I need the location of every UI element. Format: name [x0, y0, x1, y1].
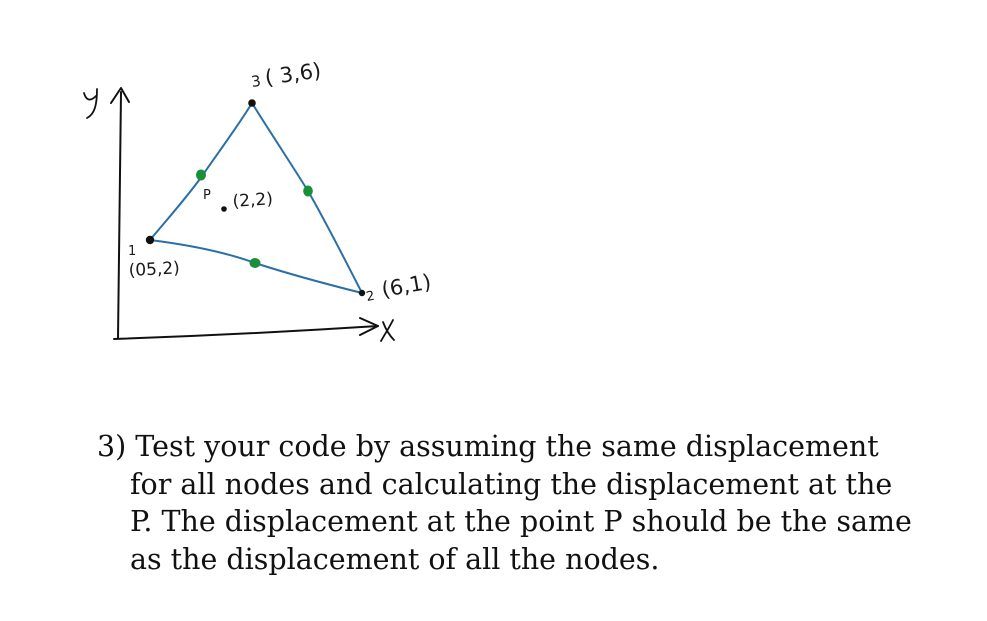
node-1-coords: (05,2) — [128, 258, 180, 281]
question-line-3: P. The displacement at the point P shoul… — [130, 505, 912, 538]
midside-node-1-2 — [249, 258, 261, 268]
axis-x-label — [380, 319, 395, 342]
point-p-label: P — [203, 188, 211, 203]
node-2-coords: (6,1) — [380, 270, 433, 302]
axis-y-label — [83, 88, 98, 119]
node-3-dot — [248, 99, 256, 107]
x-axis-line — [113, 325, 379, 340]
node-2-dot — [358, 289, 366, 297]
node-1-dot — [145, 235, 155, 245]
y-axis-arrowhead — [110, 87, 130, 104]
axes — [110, 87, 379, 340]
question-line-1: 3) Test your code by assuming the same d… — [97, 430, 879, 463]
x-axis-arrowhead — [359, 317, 379, 336]
y-axis-line — [117, 91, 122, 339]
midside-node-1-3 — [196, 169, 206, 181]
question-text: 3) Test your code by assuming the same d… — [97, 428, 957, 578]
point-p-coords: (2,2) — [232, 189, 274, 212]
node-3-coords: ( 3,6) — [263, 58, 322, 90]
point-p-dot — [221, 206, 227, 212]
question-line-4: as the displacement of all the nodes. — [130, 542, 660, 576]
node-3-label: 3 — [250, 72, 262, 91]
node-2-label: 2 — [365, 289, 376, 305]
node-1-label: 1 — [128, 244, 136, 259]
question-line-2: for all nodes and calculating the displa… — [130, 467, 893, 501]
midside-node-3-2 — [303, 185, 313, 197]
